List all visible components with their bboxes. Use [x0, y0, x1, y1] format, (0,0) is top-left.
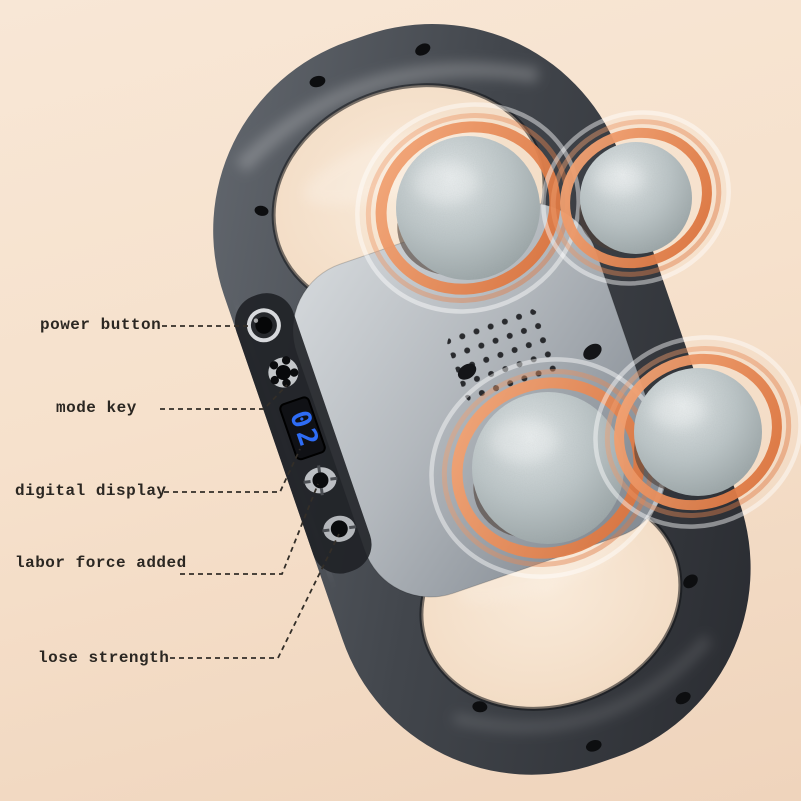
vent-hole: [457, 363, 477, 380]
frame-highlight: [235, 62, 539, 173]
button-glint: [253, 318, 259, 323]
frame-highlight: [452, 635, 713, 733]
grip-dots: [254, 43, 698, 752]
callout-label-lose-strength: lose strength: [38, 649, 170, 667]
speaker-grille: [447, 308, 557, 403]
ball-highlight: [414, 162, 478, 204]
ball-texture: [396, 136, 540, 280]
callout-label-mode-key: mode key: [56, 399, 137, 417]
leader-line-lose-strength: [170, 533, 340, 659]
massage-ball-bottom-left: [429, 357, 667, 579]
vibration-ghost-ring: [593, 335, 801, 529]
callout-label-power-button: power button: [40, 316, 162, 334]
intensity-decrease-button: [322, 515, 357, 542]
mode-key-button: [268, 356, 299, 388]
ball-highlight: [594, 163, 644, 195]
massage-ball-bottom-right: [593, 335, 801, 529]
ball-texture: [580, 142, 692, 254]
vibration-ring-orange: [550, 119, 722, 277]
intensity-increase-button: [303, 465, 338, 496]
leader-line-labor-force-added: [180, 483, 319, 575]
ball-highlight: [650, 392, 706, 428]
leader-line-digital-display: [164, 448, 301, 493]
vibration-ring-orange: [604, 346, 792, 518]
callout-label-digital-display: digital display: [15, 482, 167, 500]
massage-heads: [355, 102, 801, 579]
vibration-ghost-ring: [541, 110, 731, 286]
callout-label-labor-force-added: labor force added: [15, 554, 187, 572]
power-button: [246, 308, 281, 343]
vent-hole: [583, 343, 602, 360]
massage-ball-top-right: [541, 110, 731, 286]
ball-texture: [634, 368, 762, 496]
ball-highlight: [490, 419, 558, 463]
leader-lines: [160, 325, 340, 659]
leader-line-mode-key: [160, 384, 288, 410]
